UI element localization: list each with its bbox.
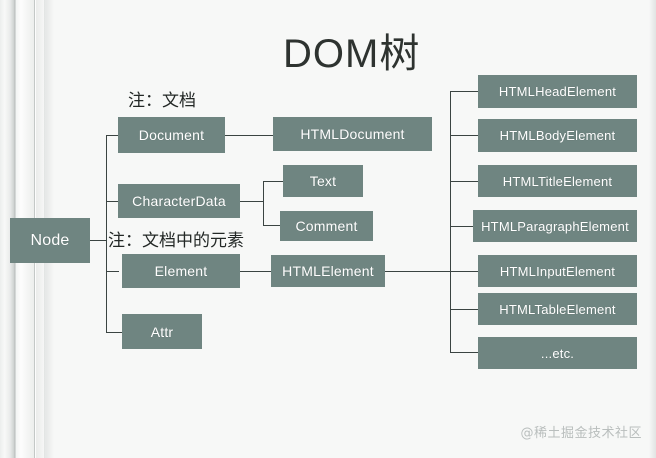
connector-characterdata-to-comment <box>263 225 280 226</box>
connector-trunk-to-attr <box>106 332 122 333</box>
note-document: 注：文档 <box>128 91 196 111</box>
page-title: DOM树 <box>283 32 421 76</box>
connector-characterdata-to-text <box>263 181 283 182</box>
node-document[interactable]: Document <box>118 117 225 153</box>
node-label: Attr <box>150 323 174 340</box>
node-label: Node <box>30 231 70 249</box>
node-htmltitleelement[interactable]: HTMLTitleElement <box>478 165 637 197</box>
node-node[interactable]: Node <box>10 218 90 263</box>
node-label: HTMLInputElement <box>499 263 616 279</box>
connector-right-trunk <box>450 91 451 352</box>
node-label: Comment <box>295 218 358 234</box>
node-label: HTMLDocument <box>300 126 405 142</box>
connector-right-trunk-to-body <box>450 135 478 136</box>
node-htmletc[interactable]: ...etc. <box>478 337 637 369</box>
node-htmlbodyelement[interactable]: HTMLBodyElement <box>478 119 637 152</box>
node-attr[interactable]: Attr <box>122 314 202 349</box>
node-label: Element <box>154 263 208 279</box>
connector-characterdata-branch-trunk <box>263 181 264 225</box>
node-htmldocument[interactable]: HTMLDocument <box>273 117 432 151</box>
node-label: Document <box>138 127 205 143</box>
connector-htmlelement-to-right-trunk <box>385 271 451 272</box>
connector-document-to-htmldocument <box>225 135 273 136</box>
node-label: Text <box>309 173 337 189</box>
node-characterdata[interactable]: CharacterData <box>118 184 240 218</box>
node-label: CharacterData <box>132 193 226 209</box>
node-label: HTMLBodyElement <box>499 128 616 143</box>
node-label: HTMLHeadElement <box>498 84 617 99</box>
connector-right-trunk-to-table <box>450 309 478 310</box>
connector-node-to-trunk <box>90 240 106 241</box>
node-label: HTMLTableElement <box>499 301 616 317</box>
page-right-edge-shadow <box>649 0 656 458</box>
node-htmlinputelement[interactable]: HTMLInputElement <box>478 255 637 287</box>
connector-trunk-to-element <box>106 271 119 272</box>
node-label: ...etc. <box>540 345 575 361</box>
connector-trunk-to-document <box>106 135 119 136</box>
node-element[interactable]: Element <box>122 254 240 288</box>
node-label: HTMLTitleElement <box>502 173 613 189</box>
connector-trunk-to-characterdata <box>106 201 119 202</box>
watermark: @稀土掘金技术社区 <box>520 426 642 441</box>
connector-element-to-htmlelement <box>240 271 271 272</box>
connector-characterdata-stub <box>240 201 263 202</box>
node-comment[interactable]: Comment <box>280 211 373 241</box>
connector-right-trunk-to-head <box>450 91 478 92</box>
node-htmlelement[interactable]: HTMLElement <box>271 255 385 287</box>
connector-trunk-level1 <box>106 135 107 332</box>
connector-right-trunk-to-paragraph <box>450 226 478 227</box>
node-label: HTMLElement <box>282 263 374 279</box>
note-element: 注：文档中的元素 <box>108 231 244 251</box>
connector-right-trunk-to-etc <box>450 352 478 353</box>
connector-right-trunk-to-title <box>450 181 478 182</box>
node-htmlparagraphelement[interactable]: HTMLParagraphElement <box>473 210 637 242</box>
node-label: HTMLParagraphElement <box>481 218 629 234</box>
node-text[interactable]: Text <box>283 165 363 197</box>
node-htmlheadelement[interactable]: HTMLHeadElement <box>478 75 637 108</box>
node-htmltableelement[interactable]: HTMLTableElement <box>478 293 637 325</box>
connector-right-trunk-to-input <box>450 271 478 272</box>
